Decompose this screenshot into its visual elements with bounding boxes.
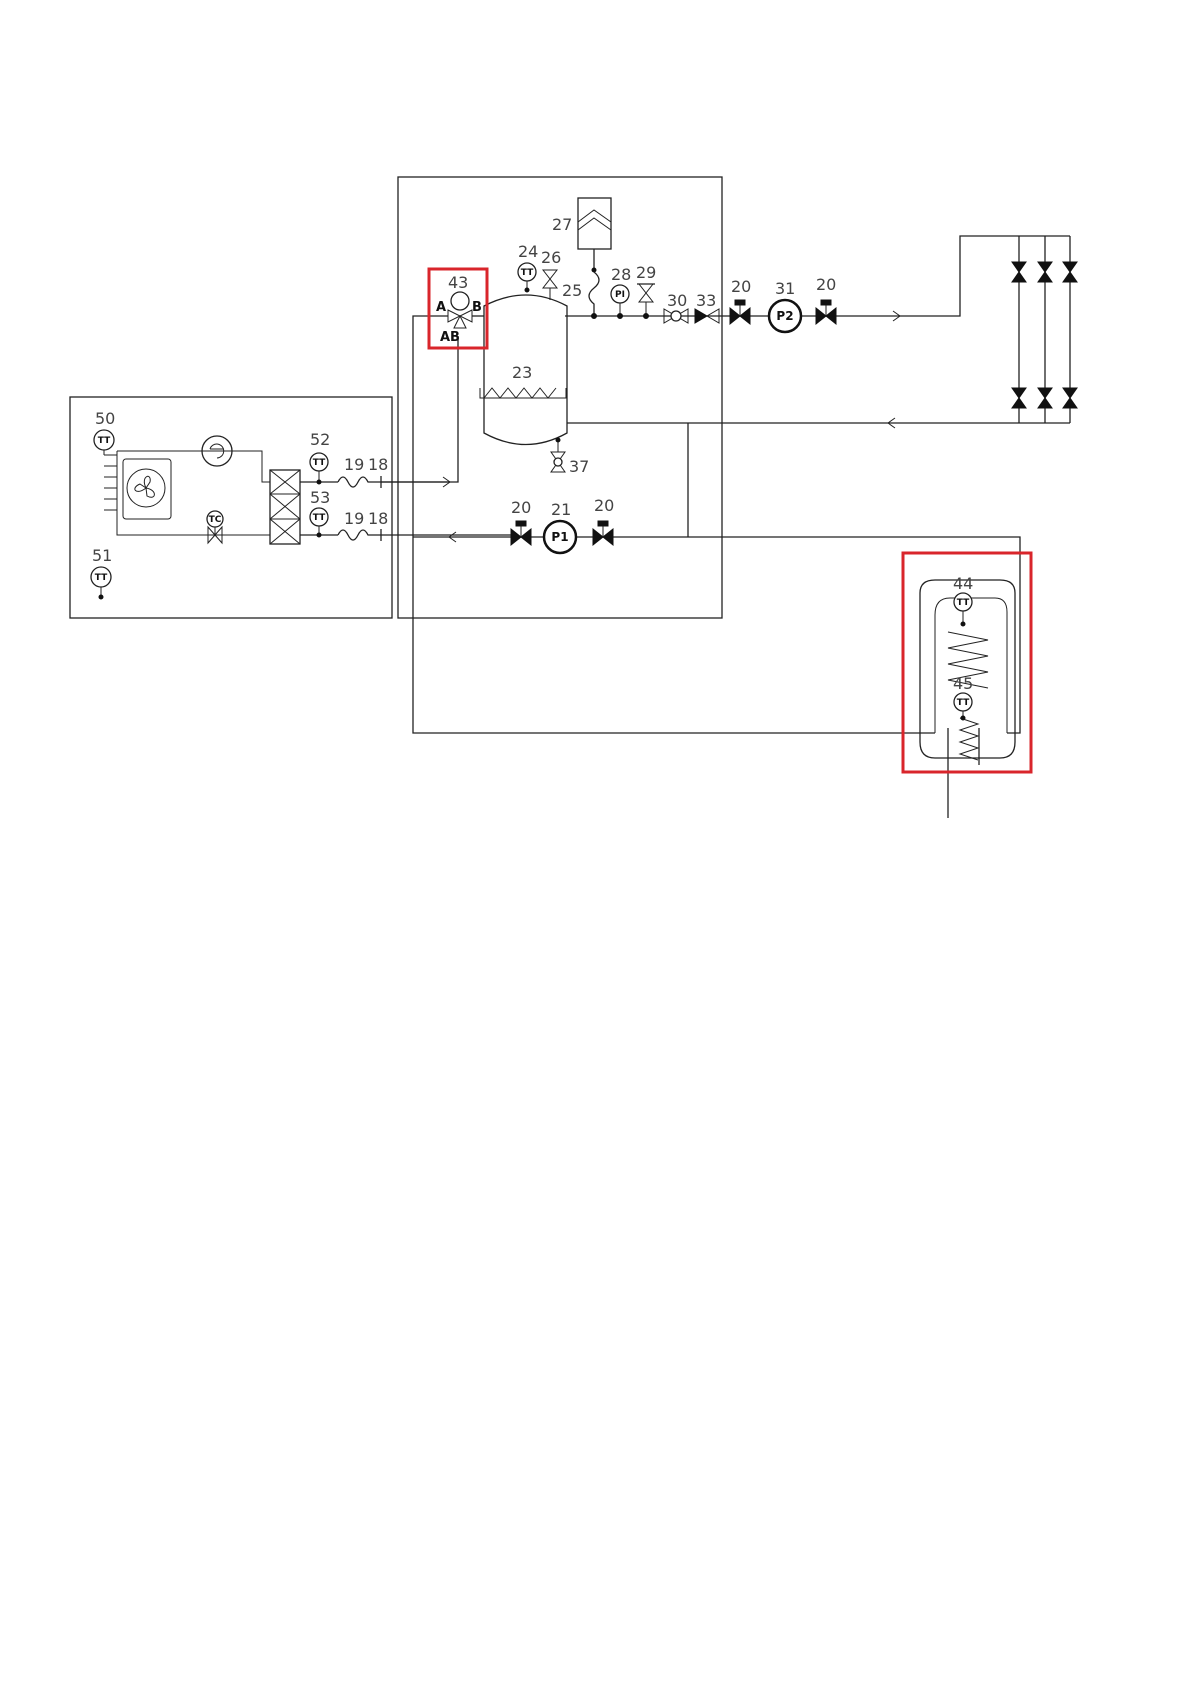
label-33: 33 (696, 291, 716, 310)
radiator-valve-top-3[interactable] (1063, 262, 1077, 282)
safety-valve-29[interactable] (637, 284, 655, 319)
expansion-valve-icon: TC (207, 511, 223, 543)
isolation-valve-20-d[interactable] (593, 521, 613, 545)
label-31: 31 (775, 279, 795, 298)
label-43: 43 (448, 273, 468, 292)
label-30: 30 (667, 291, 687, 310)
electric-heater-element-icon (480, 388, 566, 398)
svg-text:TT: TT (521, 268, 534, 278)
outdoor-unit: TC TT 50 TT (91, 409, 518, 599)
label-23: 23 (512, 363, 532, 382)
label-20-d: 20 (594, 496, 614, 515)
label-27: 27 (552, 215, 572, 234)
label-50: 50 (95, 409, 115, 428)
radiator-valve-top-1[interactable] (1012, 262, 1026, 282)
label-44: 44 (953, 574, 973, 593)
radiator-valve-top-2[interactable] (1038, 262, 1052, 282)
circulation-pump-p1[interactable]: P1 (544, 521, 576, 553)
isolation-valve-20-c[interactable] (511, 521, 531, 545)
label-37: 37 (569, 457, 589, 476)
label-18-upper: 18 (368, 455, 388, 474)
plate-heat-exchanger-icon (270, 470, 300, 544)
label-53: 53 (310, 488, 330, 507)
svg-text:TT: TT (313, 458, 326, 468)
port-a-label: A (436, 300, 446, 315)
svg-text:TT: TT (957, 598, 970, 608)
port-ab-label: AB (440, 330, 460, 345)
label-19-lower: 19 (344, 509, 364, 528)
lower-coil-icon (960, 718, 978, 760)
pressure-gauge-28: PI (611, 285, 629, 319)
svg-text:TT: TT (957, 698, 970, 708)
label-19-upper: 19 (344, 455, 364, 474)
temperature-sensor-45: TT (954, 693, 972, 720)
drain-valve-37[interactable] (551, 438, 565, 472)
label-29: 29 (636, 263, 656, 282)
pump-p2-label: P2 (776, 309, 793, 323)
buffer-tank: 23 (480, 295, 567, 445)
svg-text:TT: TT (95, 573, 108, 583)
svg-text:PI: PI (615, 290, 625, 300)
label-28: 28 (611, 265, 631, 284)
temperature-sensor-44: TT (954, 593, 972, 626)
temperature-sensor-52: TT (310, 453, 328, 484)
expansion-vessel-27 (578, 198, 611, 272)
isolation-valve-20-a[interactable] (730, 300, 750, 324)
tc-label: TC (209, 515, 222, 525)
fan-icon (123, 459, 171, 519)
svg-text:TT: TT (98, 436, 111, 446)
label-20-a: 20 (731, 277, 751, 296)
label-25: 25 (562, 281, 582, 300)
temperature-sensor-51: TT (91, 567, 111, 599)
circulation-pump-p2[interactable]: P2 (769, 300, 801, 332)
temperature-sensor-24: TT (518, 263, 536, 292)
label-51: 51 (92, 546, 112, 565)
outdoor-unit-frame (70, 397, 392, 618)
three-way-valve-43[interactable]: A B AB (436, 292, 482, 345)
label-52: 52 (310, 430, 330, 449)
air-vent-valve-26[interactable] (543, 270, 557, 300)
radiator-valve-bottom-2[interactable] (1038, 388, 1052, 408)
svg-text:TT: TT (313, 513, 326, 523)
label-18-lower: 18 (368, 509, 388, 528)
label-20-b: 20 (816, 275, 836, 294)
flex-hose-lower (338, 530, 518, 540)
radiator-valve-bottom-3[interactable] (1063, 388, 1077, 408)
label-21: 21 (551, 500, 571, 519)
isolation-valve-20-b[interactable] (816, 300, 836, 324)
label-24: 24 (518, 242, 538, 261)
label-20-c: 20 (511, 498, 531, 517)
temperature-sensor-53: TT (310, 508, 328, 537)
radiator-valve-bottom-1[interactable] (1012, 388, 1026, 408)
pump-p1-label: P1 (551, 530, 568, 544)
label-26: 26 (541, 248, 561, 267)
label-45: 45 (953, 674, 973, 693)
flex-connector-25 (589, 272, 599, 316)
temperature-sensor-50: TT (94, 430, 114, 455)
evaporator-coil (104, 455, 117, 510)
port-b-label: B (472, 300, 482, 315)
